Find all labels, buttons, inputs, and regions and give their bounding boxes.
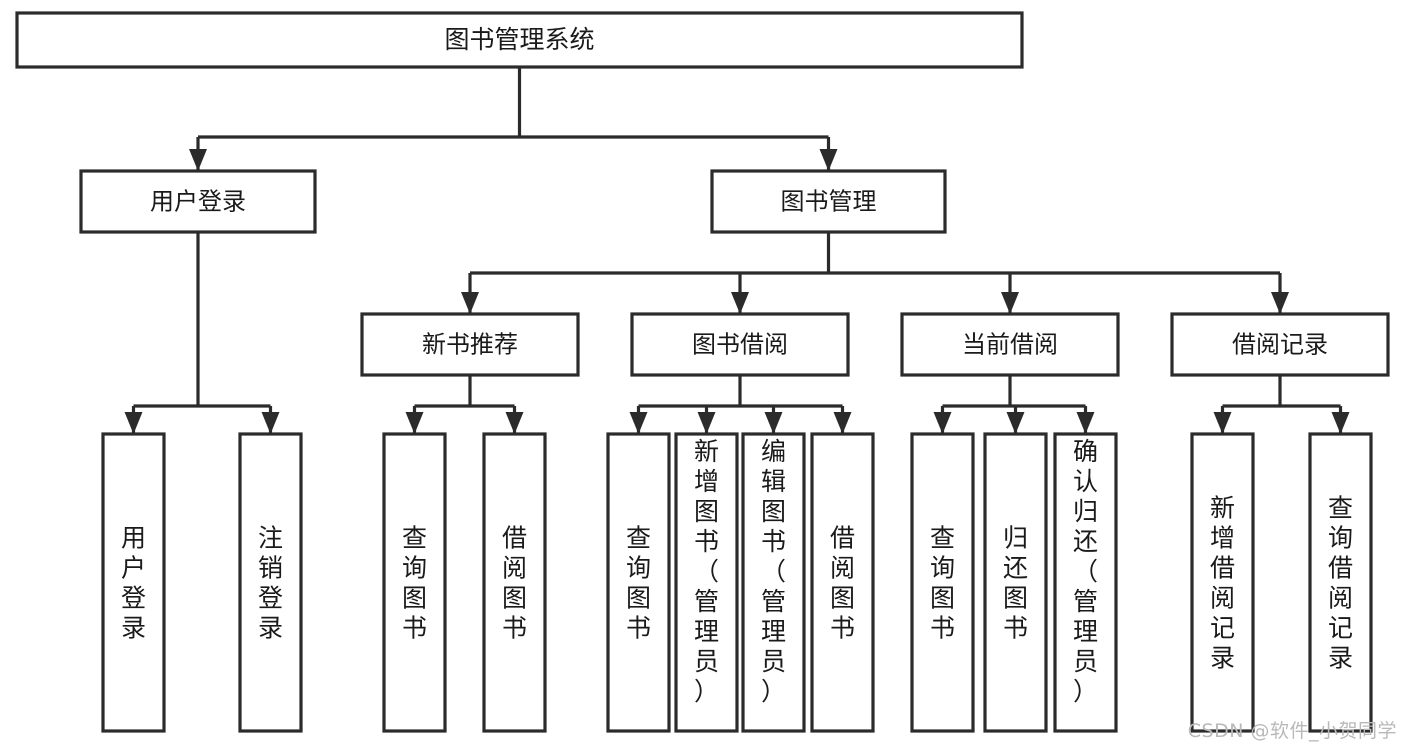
node-label-vertical: 新增图书（管理员） xyxy=(694,437,719,706)
node-label: 图书管理 xyxy=(781,188,877,216)
node-label-vertical: 注销登录 xyxy=(258,524,283,643)
node-label-vertical: 新增借阅记录 xyxy=(1210,494,1235,673)
node-label-vertical: 用户登录 xyxy=(121,524,146,643)
arrow-head-icon xyxy=(1076,412,1095,434)
node-leaf-query-book-cur[interactable]: 查询图书 xyxy=(910,432,975,733)
node-label-vertical: 归还图书 xyxy=(1003,524,1028,643)
node-leaf-query-book-borrow[interactable]: 查询图书 xyxy=(606,432,671,733)
node-book-manage[interactable]: 图书管理 xyxy=(710,169,947,234)
node-label: 当前借阅 xyxy=(962,331,1058,359)
node-box xyxy=(1170,312,1390,377)
arrow-head-icon xyxy=(461,292,479,314)
node-box xyxy=(1053,432,1118,733)
node-leaf-add-book[interactable]: 新增图书（管理员） xyxy=(674,432,739,733)
node-label-vertical: 借阅图书 xyxy=(502,524,527,643)
node-user-login[interactable]: 用户登录 xyxy=(79,169,317,234)
node-new-book-recommend[interactable]: 新书推荐 xyxy=(360,312,580,377)
node-book-borrow[interactable]: 图书借阅 xyxy=(630,312,850,377)
arrow-head-icon xyxy=(629,412,648,434)
node-label-vertical: 查询图书 xyxy=(402,524,427,643)
arrow-head-icon xyxy=(1271,292,1289,314)
arrow-head-icon xyxy=(1006,412,1025,434)
node-box xyxy=(382,432,447,733)
node-leaf-user-login[interactable]: 用户登录 xyxy=(101,432,166,733)
node-box xyxy=(238,432,303,733)
node-label-vertical: 查询图书 xyxy=(626,524,651,643)
node-label-vertical: 查询图书 xyxy=(930,524,955,643)
node-box xyxy=(1308,432,1373,733)
arrow-head-icon xyxy=(1331,412,1350,434)
arrow-head-icon xyxy=(764,412,783,434)
arrow-head-icon xyxy=(1001,292,1019,314)
node-label-vertical: 借阅图书 xyxy=(830,524,855,643)
arrow-head-icon xyxy=(261,412,280,434)
node-box xyxy=(741,432,806,733)
arrow-head-icon xyxy=(933,412,952,434)
arrow-head-icon xyxy=(697,412,716,434)
nodes-layer: 图书管理系统用户登录图书管理新书推荐图书借阅当前借阅借阅记录用户登录注销登录查询… xyxy=(15,11,1390,733)
node-leaf-confirm-return[interactable]: 确认归还（管理员） xyxy=(1053,432,1118,733)
node-label: 新书推荐 xyxy=(422,331,518,359)
node-leaf-borrow-book-rec[interactable]: 借阅图书 xyxy=(482,432,547,733)
node-box xyxy=(983,432,1048,733)
node-label: 用户登录 xyxy=(150,188,246,216)
node-leaf-return-book[interactable]: 归还图书 xyxy=(983,432,1048,733)
arrow-head-icon xyxy=(405,412,424,434)
node-box xyxy=(101,432,166,733)
node-box xyxy=(674,432,739,733)
arrow-head-icon xyxy=(731,292,749,314)
node-box xyxy=(900,312,1120,377)
arrow-head-icon xyxy=(1213,412,1232,434)
node-label: 图书管理系统 xyxy=(444,25,594,54)
node-leaf-query-book-rec[interactable]: 查询图书 xyxy=(382,432,447,733)
watermark-text: CSDN @软件_小贺同学 xyxy=(1187,720,1397,742)
node-box xyxy=(910,432,975,733)
node-box xyxy=(630,312,850,377)
node-box xyxy=(482,432,547,733)
arrow-head-icon xyxy=(505,412,524,434)
node-current-borrow[interactable]: 当前借阅 xyxy=(900,312,1120,377)
node-box xyxy=(710,169,947,234)
node-label-vertical: 编辑图书（管理员） xyxy=(761,437,786,706)
node-leaf-query-record[interactable]: 查询借阅记录 xyxy=(1308,432,1373,733)
node-label: 图书借阅 xyxy=(692,331,788,359)
node-box xyxy=(360,312,580,377)
node-box xyxy=(79,169,317,234)
arrow-head-icon xyxy=(833,412,852,434)
node-leaf-add-record[interactable]: 新增借阅记录 xyxy=(1190,432,1255,733)
arrow-head-icon xyxy=(124,412,143,434)
node-box xyxy=(606,432,671,733)
node-label: 借阅记录 xyxy=(1232,331,1328,359)
node-box xyxy=(15,11,1024,69)
node-root[interactable]: 图书管理系统 xyxy=(15,11,1024,69)
connectors-layer xyxy=(124,67,1350,434)
arrow-head-icon xyxy=(189,149,207,171)
node-box xyxy=(810,432,875,733)
node-leaf-borrow-book[interactable]: 借阅图书 xyxy=(810,432,875,733)
arrow-head-icon xyxy=(819,149,838,171)
node-label-vertical: 确认归还（管理员） xyxy=(1073,437,1098,706)
node-label-vertical: 查询借阅记录 xyxy=(1328,494,1353,673)
node-borrow-record[interactable]: 借阅记录 xyxy=(1170,312,1390,377)
node-leaf-logout[interactable]: 注销登录 xyxy=(238,432,303,733)
node-leaf-edit-book[interactable]: 编辑图书（管理员） xyxy=(741,432,806,733)
node-box xyxy=(1190,432,1255,733)
